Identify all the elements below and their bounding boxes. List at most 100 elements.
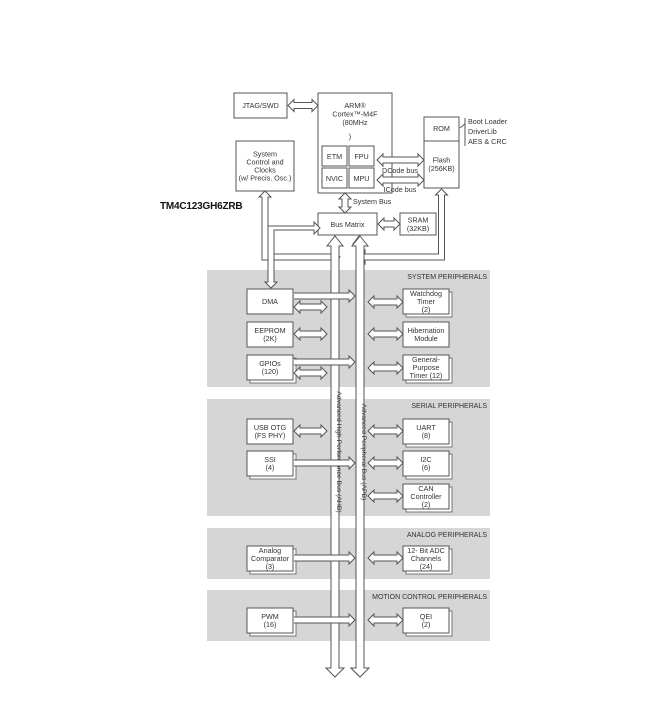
- hibernation-block-label: Module: [414, 334, 438, 343]
- jtag-block-frame: [233, 92, 288, 119]
- ssi-block-label: (4): [266, 463, 275, 472]
- bus-matrix-block-frame: [317, 212, 378, 236]
- adc-block-label: (24): [420, 562, 433, 571]
- qei-block-label: (2): [422, 620, 431, 629]
- jtag-label: JTAG/SWD: [242, 101, 279, 110]
- gp-timer-block-label: Timer (12): [410, 371, 443, 380]
- fpu-block: [348, 145, 375, 167]
- uart-block-label: UART: [416, 423, 436, 432]
- qei-block: [402, 607, 453, 637]
- dma-route: [263, 220, 321, 289]
- usb-otg-block: [246, 418, 294, 445]
- fpu-label: FPU: [354, 152, 368, 161]
- rom-label: ROM: [433, 124, 450, 133]
- pwm-block-frame: [246, 607, 294, 634]
- rom-contents-item: DriverLib: [468, 127, 497, 136]
- gpios-block-label: GPIOs: [259, 359, 281, 368]
- system-bus-label: System Bus: [353, 197, 392, 206]
- mpu-block-frame: [348, 167, 375, 189]
- ssi-block-frame: [246, 450, 294, 477]
- icode-bus-label: ICode bus: [384, 185, 417, 194]
- dcode-bus-label: DCode bus: [382, 166, 418, 175]
- system-bus-arrow: [337, 192, 353, 214]
- adc-arrow: [367, 550, 404, 566]
- uart-block: [402, 418, 453, 448]
- system-control-block-frame: [235, 140, 295, 192]
- core-label: ARM®: [344, 101, 366, 110]
- adc-block: [402, 545, 453, 575]
- can-block-label: CAN: [418, 484, 433, 493]
- fpu-block-frame: [348, 145, 375, 167]
- nvic-block-frame: [321, 167, 348, 189]
- sram-label: SRAM: [408, 215, 429, 224]
- i2c-arrow: [367, 455, 404, 471]
- i2c-block-label: I2C: [420, 455, 431, 464]
- nvic-block: [321, 167, 348, 189]
- qei-arrow: [367, 612, 404, 628]
- analog-comparator-block-label: Comparator: [251, 554, 290, 563]
- ssi-block-label: SSI: [264, 455, 276, 464]
- section-title-system: SYSTEM PERIPHERALS: [407, 274, 487, 281]
- sram-label: (32KB): [407, 224, 429, 233]
- system-control-label: Clocks: [254, 166, 276, 175]
- eeprom-block-label: EEPROM: [254, 326, 285, 335]
- usb-otg-block-frame: [246, 418, 294, 445]
- uart-block-label: (8): [422, 431, 431, 440]
- system-control-label: System: [253, 150, 277, 159]
- pwm-apb-arrow: [294, 612, 356, 628]
- analog-comparator-block: [246, 545, 297, 575]
- can-block-label: Controller: [410, 492, 442, 501]
- gp-timer-block: [402, 354, 453, 384]
- gpios-block-frame: [246, 354, 294, 381]
- gpios-ahb-arrow: [293, 365, 328, 381]
- uart-arrow: [367, 423, 404, 439]
- mpu-block: [348, 167, 375, 189]
- gpios-block: [246, 354, 297, 384]
- core-label: ): [349, 132, 351, 141]
- can-arrow: [367, 488, 404, 504]
- dma-ahb-arrow: [293, 299, 328, 315]
- flash-block: [423, 140, 460, 189]
- eeprom-block-label: (2K): [263, 334, 277, 343]
- flash-block-frame: [423, 140, 460, 189]
- dma-block-label: DMA: [262, 297, 278, 306]
- bus-matrix-block: [317, 212, 378, 236]
- apb-bus-label: Advanced Peripheral Bus (APB): [360, 404, 367, 501]
- core-label: (80MHz: [342, 118, 368, 127]
- bus-matrix-label: Bus Matrix: [331, 220, 365, 229]
- watchdog-block-label: Watchdog: [410, 289, 442, 298]
- etm-block-frame: [321, 145, 348, 167]
- qei-block-label: QEI: [420, 612, 432, 621]
- icode-arrow: [376, 172, 425, 188]
- dma-block: [246, 288, 294, 315]
- gp-timer-block-label: Purpose: [413, 363, 440, 372]
- mpu-label: MPU: [354, 174, 370, 183]
- i2c-block-label: (6): [422, 463, 431, 472]
- adc-block-label: Channels: [411, 554, 442, 563]
- can-block: [402, 483, 453, 513]
- sram-block: [399, 212, 437, 236]
- adc-block-label: 12- Bit ADC: [407, 546, 445, 555]
- i2c-block: [402, 450, 453, 480]
- analog-comparator-block-label: (3): [266, 562, 275, 571]
- adc-block-frame: [402, 545, 450, 572]
- eeprom-block-frame: [246, 321, 294, 348]
- ahb-bus-label: Advanced High-Performance Bus (AHB): [335, 391, 342, 512]
- system-control-block: [235, 140, 295, 192]
- comparator-apb-arrow: [294, 550, 356, 566]
- gp-timer-block-frame: [402, 354, 450, 381]
- rom-bracket: [459, 123, 466, 129]
- watchdog-arrow: [367, 294, 404, 310]
- uart-block-frame: [402, 418, 450, 445]
- nvic-label: NVIC: [326, 174, 343, 183]
- eeprom-block: [246, 321, 294, 348]
- section-title-motion: MOTION CONTROL PERIPHERALS: [372, 594, 487, 601]
- sram-block-frame: [399, 212, 437, 236]
- ahb-bus-body: [324, 235, 346, 678]
- analog-comparator-block-label: Analog: [259, 546, 281, 555]
- can-block-label: (2): [422, 500, 431, 509]
- device-title: TM4C123GH6ZRB: [160, 201, 243, 212]
- jtag-core-arrow: [287, 98, 319, 113]
- analog-comparator-block-frame: [246, 545, 294, 572]
